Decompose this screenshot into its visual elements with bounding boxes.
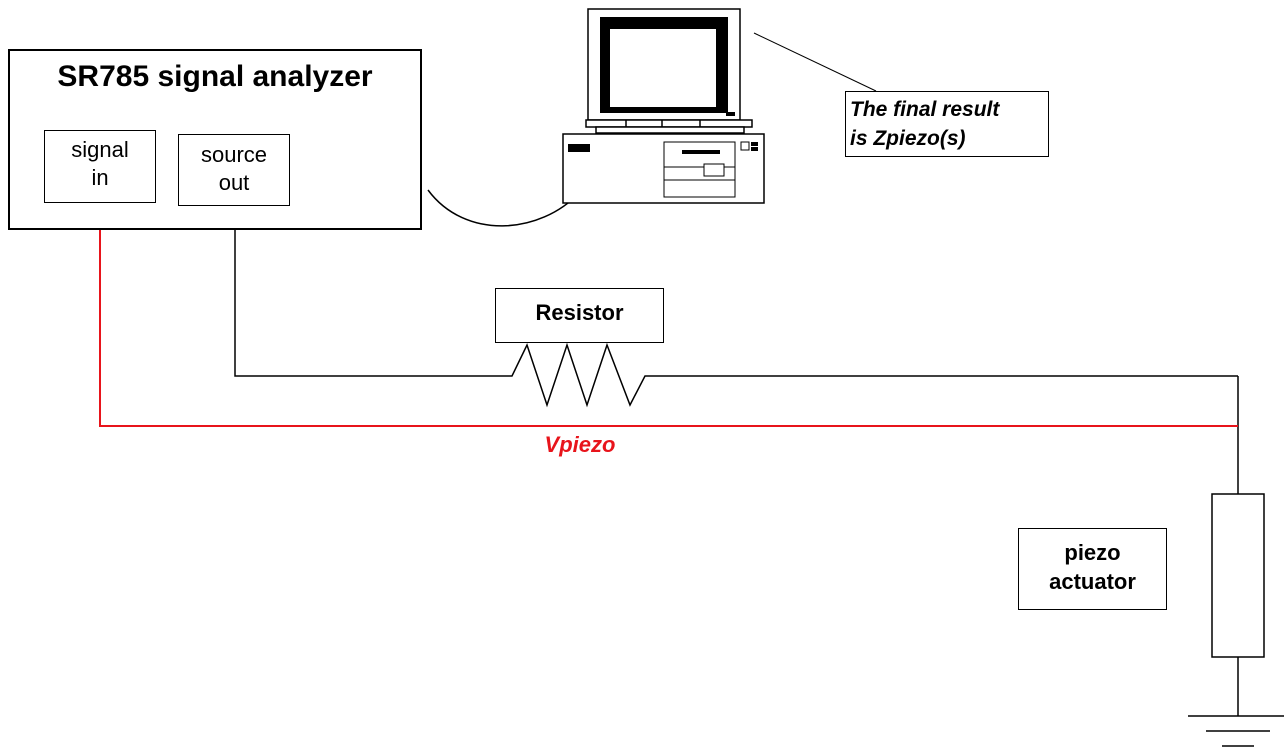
piezo-actuator-label: piezo actuator <box>1049 540 1136 594</box>
source-out-label: source out <box>200 142 268 195</box>
signal-in-label: signal in <box>71 137 129 190</box>
resistor-label: Resistor <box>535 300 624 325</box>
result-callout-box <box>845 91 1049 157</box>
resistor-label-box <box>495 288 664 343</box>
source-wire <box>234 230 502 377</box>
vpiezo-label: Vpiezo <box>544 432 616 457</box>
computer-cable <box>427 189 581 227</box>
source-out-port <box>178 134 290 206</box>
piezo-element <box>1211 493 1265 658</box>
desktop-computer-icon <box>562 8 765 204</box>
analyzer-title: SR785 signal analyzer <box>57 60 373 93</box>
signal-in-port <box>44 130 156 203</box>
vpiezo-wire <box>99 230 1238 427</box>
ground-icon <box>1188 715 1284 747</box>
callout-leader <box>753 32 877 92</box>
resistor-zigzag-icon <box>502 342 1238 408</box>
result-callout-text: The final result is Zpiezo(s) <box>850 98 1000 150</box>
piezo-label-box <box>1018 528 1167 610</box>
